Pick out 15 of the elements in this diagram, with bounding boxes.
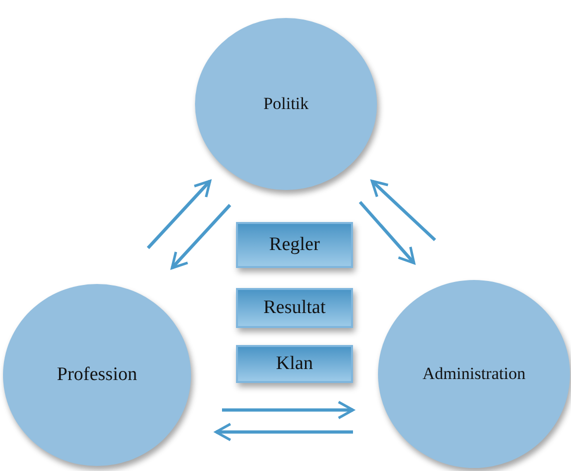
label-box <box>236 222 353 268</box>
arrow <box>170 204 232 270</box>
node-label: Resultat <box>263 297 326 319</box>
arrow <box>222 400 354 420</box>
arrow <box>146 180 212 250</box>
node-label: Klan <box>276 353 313 375</box>
arrow <box>358 200 416 264</box>
label-box <box>236 288 353 328</box>
node-label: Regler <box>269 234 320 256</box>
label-box <box>236 345 353 383</box>
node-label: Profession <box>56 364 138 386</box>
arrow <box>214 422 353 442</box>
node-label: Administration <box>422 364 526 384</box>
node-label: Politik <box>263 94 309 114</box>
arrow <box>370 180 436 242</box>
